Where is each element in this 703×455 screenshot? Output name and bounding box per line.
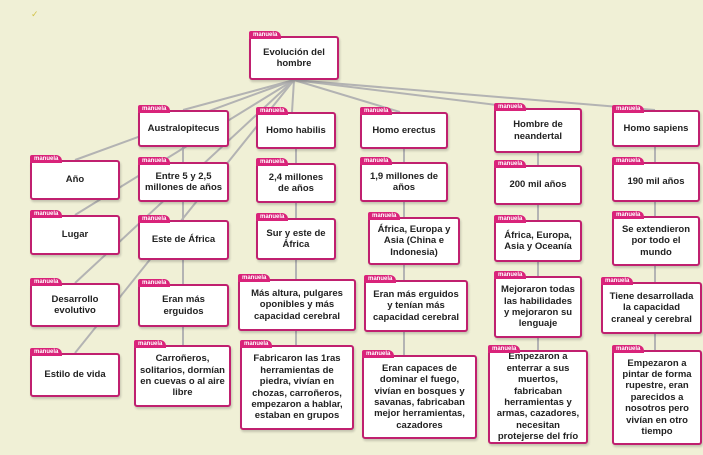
node-text: Tiene desarrollada la capacidad craneal … [609,290,694,325]
author-tag: manuela [256,213,289,221]
homo-erectus-place[interactable]: manuela África, Europa y Asia (China e I… [368,212,460,265]
homo-sapiens-evolution[interactable]: manuela Tiene desarrollada la capacidad … [601,277,702,334]
neandertal-lifestyle[interactable]: manuela Empezaron a enterrar a sus muert… [488,345,588,444]
column-head-australopitecus[interactable]: manuela Australopitecus [138,105,229,147]
root-node[interactable]: manuela Evolución del hombre [249,31,339,80]
node-text: Empezaron a enterrar a sus muertos, fabr… [496,351,580,443]
author-tag: manuela [30,155,63,163]
australopitecus-lifestyle[interactable]: manuela Carroñeros, solitarios, dormían … [134,340,231,407]
node-text: Se extendieron por todo el mundo [621,223,691,258]
australopitecus-place[interactable]: manuela Este de África [138,215,229,260]
connector [182,79,295,111]
column-head-homo-habilis[interactable]: manuela Homo habilis [256,107,336,149]
author-tag: manuela [494,215,527,223]
homo-sapiens-year[interactable]: manuela 190 mil años [612,157,700,202]
author-tag: manuela [30,278,63,286]
node-text: Desarrollo evolutivo [51,293,99,316]
homo-erectus-lifestyle[interactable]: manuela Eran capaces de dominar el fuego… [362,350,477,439]
node-text: Mejoraron todas las habilidades y mejora… [501,284,575,330]
row-label-evolution[interactable]: manuela Desarrollo evolutivo [30,278,120,327]
author-tag: manuela [612,105,645,113]
author-tag: manuela [138,279,171,287]
node-text: Evolución del hombre [263,46,325,69]
author-tag: manuela [30,348,63,356]
homo-erectus-evolution[interactable]: manuela Eran más erguidos y tenían más c… [364,275,468,332]
node-text: 200 mil años [509,179,567,191]
column-head-homo-erectus[interactable]: manuela Homo erectus [360,107,448,149]
author-tag: manuela [364,275,397,283]
connector [293,79,401,113]
node-text: Hombre de neandertal [513,119,563,142]
author-tag: manuela [249,31,282,39]
author-tag: manuela [360,107,393,115]
node-text: Este de África [151,234,216,246]
row-label-place[interactable]: manuela Lugar [30,210,120,255]
node-text: Sur y este de África [266,227,326,250]
australopitecus-year[interactable]: manuela Entre 5 y 2,5 millones de años [138,157,229,202]
node-text: Australopitecus [147,122,220,134]
node-text: Homo erectus [372,124,436,136]
connector [293,79,656,111]
connector [291,79,295,113]
neandertal-year[interactable]: manuela 200 mil años [494,160,582,205]
node-text: 2,4 millones de años [268,171,324,194]
homo-sapiens-lifestyle[interactable]: manuela Empezaron a pintar de forma rupe… [612,345,702,445]
node-text: Eran más erguidos y tenían más capacidad… [372,288,460,323]
author-tag: manuela [138,215,171,223]
node-text: Homo habilis [266,124,326,136]
column-head-homo-sapiens[interactable]: manuela Homo sapiens [612,105,700,147]
author-tag: manuela [362,350,395,358]
author-tag: manuela [240,340,273,348]
author-tag: manuela [360,157,393,165]
homo-erectus-year[interactable]: manuela 1,9 millones de años [360,157,448,202]
author-tag: manuela [612,211,645,219]
node-text: África, Europa, Asia y Oceanía [504,229,572,252]
author-tag: manuela [238,274,271,282]
homo-sapiens-place[interactable]: manuela Se extendieron por todo el mundo [612,211,700,266]
author-tag: manuela [488,345,521,353]
author-tag: manuela [494,103,527,111]
author-tag: manuela [368,212,401,220]
author-tag: manuela [601,277,634,285]
node-text: 1,9 millones de años [369,170,439,193]
author-tag: manuela [612,157,645,165]
author-tag: manuela [494,271,527,279]
author-tag: manuela [138,157,171,165]
node-text: Estilo de vida [44,369,106,381]
author-tag: manuela [612,345,645,353]
node-text: Homo sapiens [623,122,689,134]
node-text: 190 mil años [627,176,685,188]
homo-habilis-lifestyle[interactable]: manuela Fabricaron las 1ras herramientas… [240,340,354,430]
node-text: Entre 5 y 2,5 millones de años [144,170,223,193]
decorative-mark: ✓ [31,9,39,19]
author-tag: manuela [30,210,63,218]
node-text: Eran más erguidos [162,294,205,317]
homo-habilis-place[interactable]: manuela Sur y este de África [256,213,336,260]
homo-habilis-evolution[interactable]: manuela Más altura, pulgares oponibles y… [238,274,356,331]
row-label-lifestyle[interactable]: manuela Estilo de vida [30,348,120,397]
author-tag: manuela [256,158,289,166]
node-text: Año [65,174,85,186]
node-text: África, Europa y Asia (China e Indonesia… [377,223,451,258]
homo-habilis-year[interactable]: manuela 2,4 millones de años [256,158,336,203]
node-text: Empezaron a pintar de forma rupestre, er… [622,357,692,437]
author-tag: manuela [138,105,171,113]
row-label-year[interactable]: manuela Año [30,155,120,200]
author-tag: manuela [134,340,167,348]
node-text: Lugar [61,229,89,241]
australopitecus-evolution[interactable]: manuela Eran más erguidos [138,279,229,327]
node-text: Más altura, pulgares oponibles y más cap… [251,287,343,322]
author-tag: manuela [494,160,527,168]
neandertal-evolution[interactable]: manuela Mejoraron todas las habilidades … [494,271,582,338]
author-tag: manuela [256,107,289,115]
column-head-neandertal[interactable]: manuela Hombre de neandertal [494,103,582,153]
node-text: Fabricaron las 1ras herramientas de pied… [251,353,343,422]
node-text: Carroñeros, solitarios, dormían en cueva… [140,353,225,399]
node-text: Eran capaces de dominar el fuego, vivían… [374,362,465,431]
neandertal-place[interactable]: manuela África, Europa, Asia y Oceanía [494,215,582,262]
